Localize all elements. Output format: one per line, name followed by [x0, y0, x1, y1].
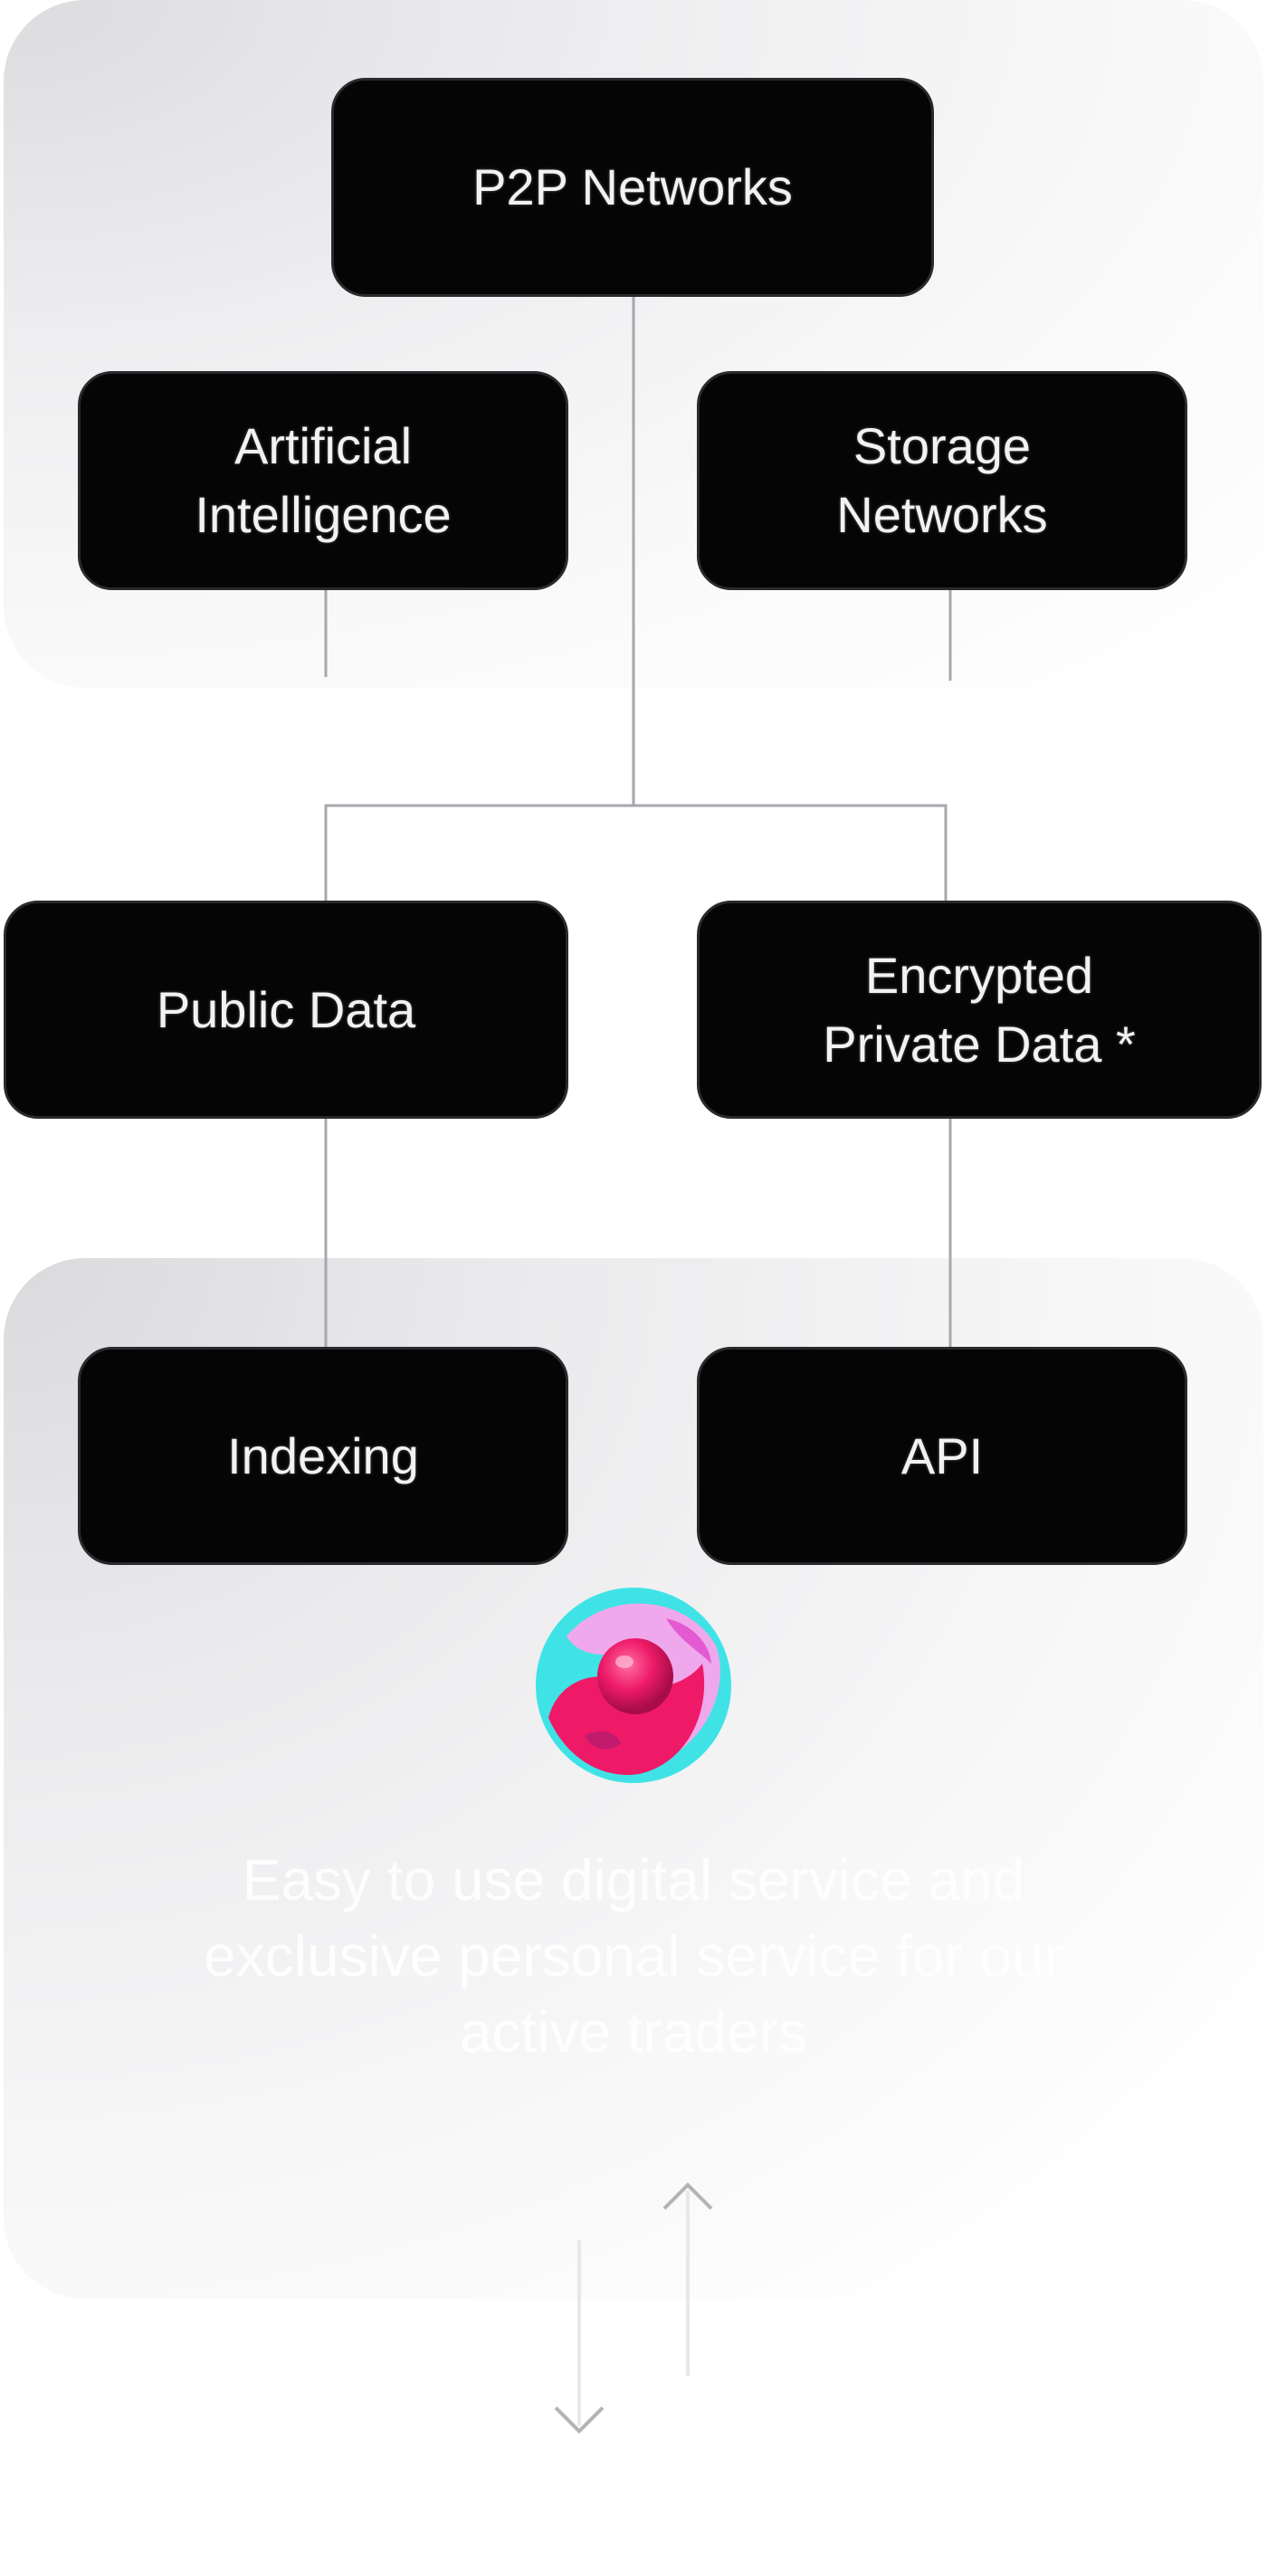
node-artificial-intelligence: Artificial Intelligence	[78, 371, 568, 590]
node-indexing: Indexing	[78, 1347, 568, 1565]
node-storage-networks: Storage Networks	[697, 371, 1187, 590]
node-encrypted-private-data: Encrypted Private Data *	[697, 901, 1262, 1119]
tagline-text: Easy to use digital service and exclusiv…	[204, 1847, 1063, 2065]
node-p2p-networks: P2P Networks	[331, 78, 934, 297]
node-label: Storage Networks	[836, 417, 1048, 543]
node-label: API	[900, 1426, 984, 1484]
node-api: API	[697, 1347, 1187, 1565]
swirl-sphere-logo	[536, 1588, 731, 1783]
node-label: Encrypted Private Data *	[823, 946, 1136, 1073]
node-label: Artificial Intelligence	[195, 417, 452, 543]
node-label: Public Data	[156, 980, 416, 1038]
chevron-down-icon	[554, 2406, 605, 2434]
node-public-data: Public Data	[4, 901, 568, 1119]
node-label: P2P Networks	[472, 158, 793, 215]
node-label: Indexing	[227, 1426, 419, 1484]
connector-branch	[324, 804, 948, 901]
chevron-up-icon	[662, 2182, 713, 2210]
scroll-down-control[interactable]	[543, 2236, 615, 2444]
scroll-up-control[interactable]	[652, 2172, 724, 2380]
